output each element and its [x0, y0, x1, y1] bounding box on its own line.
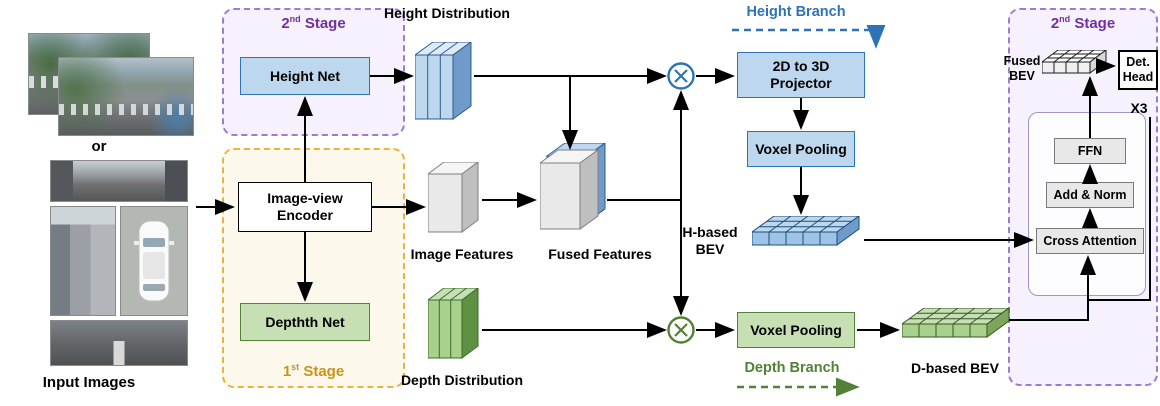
input-image-rear-cam: [50, 320, 188, 366]
image-view-encoder-box: Image-view Encoder: [238, 182, 372, 232]
depth-net-label: Depthth Net: [265, 313, 345, 330]
car-icon: [134, 220, 174, 302]
det-head-label-line2: Head: [1122, 70, 1154, 84]
h-based-bev-grid: [752, 216, 860, 246]
image-features-label: Image Features: [410, 246, 514, 262]
fused-features-label: Fused Features: [548, 246, 652, 262]
voxel-pooling-height-box: Voxel Pooling: [747, 131, 855, 167]
projector-label-line2: Projector: [770, 75, 832, 91]
h-based-bev-label: H-based BEV: [682, 224, 738, 257]
input-image-surround-group: [50, 160, 188, 366]
depth-distribution-label: Depth Distribution: [400, 372, 524, 388]
height-branch-label: Height Branch: [746, 4, 846, 20]
projector-box: 2D to 3D Projector: [737, 52, 865, 98]
ffn-label: FFN: [1077, 143, 1103, 158]
d-based-bev-grid: [902, 308, 1010, 338]
depth-branch-label: Depth Branch: [744, 360, 840, 376]
det-head-label-line1: Det.: [1126, 55, 1150, 69]
add-norm-label: Add & Norm: [1053, 187, 1127, 202]
input-images-caption: Input Images: [42, 374, 136, 391]
det-head-box: Det. Head: [1118, 50, 1158, 90]
ffn-box: FFN: [1054, 138, 1126, 164]
projector-label-line1: 2D to 3D: [772, 58, 830, 75]
height-distribution-cuboid: [415, 42, 472, 120]
or-label: or: [91, 138, 107, 155]
depth-distribution-cuboid: [428, 288, 479, 359]
cross-attention-box: Cross Attention: [1036, 228, 1144, 254]
encoder-label-line2: Encoder: [276, 207, 333, 223]
stage2-left-label: 2nd Stage: [281, 14, 346, 32]
height-net-box: Height Net: [240, 57, 370, 95]
multiply-icon-depth: [667, 316, 695, 344]
voxel-pooling-height-label: Voxel Pooling: [755, 140, 847, 157]
fused-features-cuboid: [540, 143, 606, 230]
repeat-x3-label: X3: [1130, 100, 1148, 116]
cross-attention-label: Cross Attention: [1043, 233, 1137, 248]
fused-bev-grid: [1042, 50, 1107, 74]
encoder-label-line1: Image-view: [267, 190, 343, 207]
input-image-car-top-view: [120, 206, 188, 316]
fused-bev-label: Fused BEV: [1003, 54, 1041, 83]
multiply-icon-height: [667, 62, 695, 90]
voxel-pooling-depth-box: Voxel Pooling: [737, 312, 855, 348]
stage2-right-label: 2nd Stage: [1050, 14, 1116, 32]
height-distribution-label: Height Distribution: [384, 5, 510, 21]
input-image-side-cam: [50, 206, 116, 316]
add-norm-box: Add & Norm: [1046, 182, 1134, 208]
depth-net-box: Depthth Net: [240, 303, 370, 341]
image-features-cuboid: [428, 162, 479, 233]
height-branch-dashed-arrow: [732, 24, 886, 49]
height-net-label: Height Net: [270, 67, 340, 84]
input-image-front-cam: [50, 160, 188, 202]
d-based-bev-label: D-based BEV: [911, 360, 999, 376]
input-image-roadside-2: [58, 57, 194, 136]
stage1-label: 1st Stage: [282, 362, 345, 380]
voxel-pooling-depth-label: Voxel Pooling: [750, 321, 842, 338]
